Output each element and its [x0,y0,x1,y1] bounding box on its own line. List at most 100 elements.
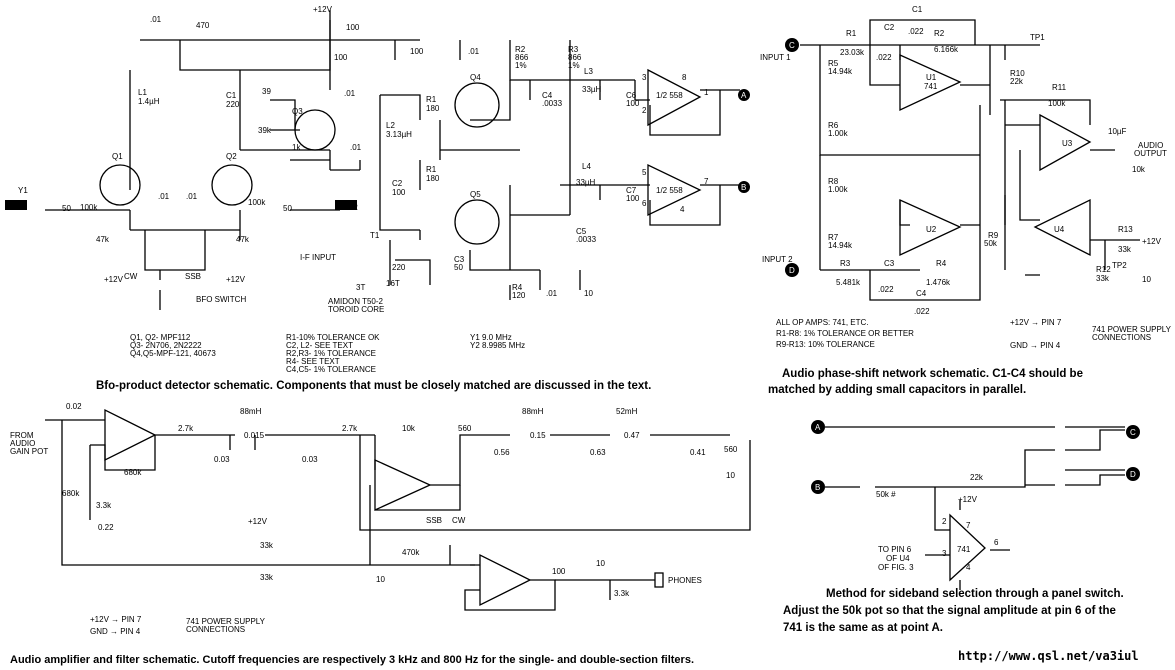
audio-power-2: GND → PIN 4 [90,627,141,636]
sb-r22k-label: 22k [970,473,984,482]
q1-label: Q1 [112,152,123,161]
audio-opamp-1 [104,408,157,462]
r10k-label: 10k [402,424,416,433]
phase-note-1: ALL OP AMPS: 741, ETC. [776,318,869,327]
sideband-terminal-a [811,420,825,434]
phones-jack [654,572,664,588]
r47kA-label: 47k [96,235,110,244]
from-line3: GAIN POT [10,447,48,456]
r3-tol: 1% [568,61,580,70]
from-line1: FROM [10,431,34,440]
bfo-detector-schematic: +12V A B .01 470 100 100 .01 100 .01 L1 … [5,5,750,374]
phase-u1-label: U1 [926,73,937,82]
sb-pot-label: 50k # [876,490,896,499]
u558b-opamp [647,163,702,217]
bfo-note-1: Q1, Q2- MPF112 [130,333,191,342]
bfo-note-3: Q4,Q5-MPF-121, 40673 [130,349,216,358]
t1-label: T1 [370,231,380,240]
c1-label: C1 [226,91,237,100]
bfo-tol-5: C4,C5- 1% TOLERANCE [286,365,376,374]
sb-b-label: B [815,483,820,492]
source-url[interactable]: http://www.qsl.net/va3iul [958,649,1139,663]
c01b-label: .01 [468,47,480,56]
phase-power-1: +12V → PIN 7 [1010,318,1062,327]
audio-power-1: +12V → PIN 7 [90,615,142,624]
phase-r11-label: R11 [1052,83,1067,92]
u1-opamp [899,53,962,112]
phase-power-label-1: 741 POWER SUPPLY [1092,325,1172,334]
input2-label: INPUT 2 [762,255,793,264]
r100b-label: 100 [334,53,348,62]
phase-r12-value: 33k [1096,274,1110,283]
terminal-a-label: A [741,91,747,100]
phase-caption-1: Audio phase-shift network schematic. C1-… [782,368,1083,380]
r1a-label: R1 [426,95,437,104]
phase-r6-value: 1.00k [828,129,849,138]
r560b-label: 560 [724,445,738,454]
phase-r8-value: 1.00k [828,185,849,194]
r33kA-label: 3.3k [96,501,112,510]
y1-label: Y1 [18,186,28,195]
c047-label: 0.47 [624,431,640,440]
r100kA-label: 100k [80,203,98,212]
r470-label: 470 [196,21,210,30]
c2-value: 100 [392,188,406,197]
phase-r5-label: R5 [828,59,839,68]
phase-c4-label: C4 [916,289,927,298]
phase-power-label-2: CONNECTIONS [1092,333,1151,342]
bfo-cw-label: CW [124,272,138,281]
mh88b-label: 88mH [522,407,544,416]
c5-label: C5 [576,227,587,236]
r47kB-label: 47k [236,235,250,244]
y2-label: Y2 [348,203,358,212]
sb-plus12: +12V [958,495,978,504]
pin2-label: 2 [642,106,647,115]
r27kA-label: 2.7k [178,424,194,433]
terminal-b-label: B [741,183,746,192]
audio-output-1: AUDIO [1138,141,1163,150]
r3-label: R3 [568,45,579,54]
u2-opamp [899,198,962,257]
l4-value: 33µH [576,178,596,187]
phase-r9-label: R9 [988,231,999,240]
phase-caption-2: matched by adding small capacitors in pa… [768,384,1027,396]
sb-topin-3: OF FIG. 3 [878,563,914,572]
q1-transistor [99,164,141,206]
u558a-label: 1/2 558 [656,91,683,100]
phase-c2-value: .022 [876,53,892,62]
sideband-opamp [949,513,986,582]
phase-r1-value: 23.03k [840,48,865,57]
r4-label: R4 [512,283,523,292]
phase-r5-value: 14.94k [828,67,853,76]
l1-label: L1 [138,88,147,97]
audio-opamp-2 [374,458,432,512]
q2-label: Q2 [226,152,237,161]
c4-label: C4 [542,91,553,100]
audio-power-label-1: 741 POWER SUPPLY [186,617,266,626]
c003a-label: 0.03 [214,455,230,464]
r100-label: 100 [552,567,566,576]
c01c-label: .01 [344,89,356,98]
tp1-label: TP1 [1030,33,1045,42]
bfo-switch-label: BFO SWITCH [196,295,246,304]
phase-r10k-label: 10k [1132,165,1146,174]
phase-c1-value: .022 [908,27,924,36]
l3-label: L3 [584,67,593,76]
phase-r2-value: 6.166k [934,45,959,54]
c10b-label: 10 [376,575,385,584]
r100kB-label: 100k [248,198,266,207]
audio-ssb-label: SSB [426,516,442,525]
c10-label: 10 [584,289,593,298]
phase-u1-value: 741 [924,82,938,91]
bfo-note-2: Q3- 2N706, 2N2222 [130,341,202,350]
c6-value: 100 [626,99,640,108]
sb-741-label: 741 [957,545,971,554]
q4-mosfet [454,82,500,128]
bfo-tol-1: R1-10% TOLERANCE OK [286,333,380,342]
u4-opamp [1033,198,1091,257]
sb-pin3: 3 [942,549,947,558]
r39k-label: 39k [258,126,272,135]
t16-label: 16T [386,279,400,288]
c01g-label: .01 [546,289,558,298]
tp2-label: TP2 [1112,261,1127,270]
